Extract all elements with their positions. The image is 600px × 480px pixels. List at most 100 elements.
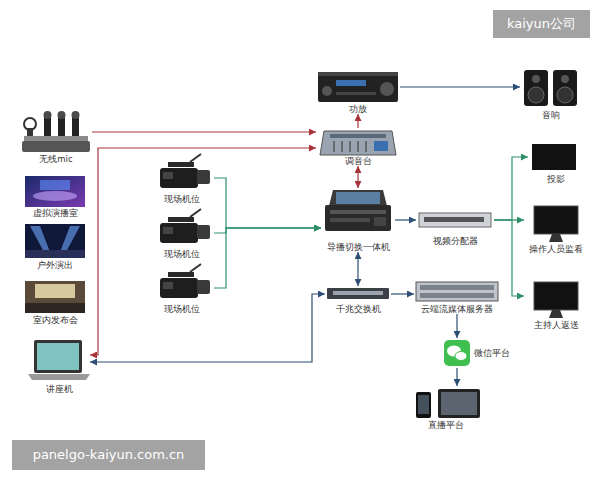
device-node: 调音台 <box>316 128 400 166</box>
device-label-group: 云端流媒体服务器 <box>404 304 510 314</box>
device-node: 云端流媒体服务器 <box>414 280 500 314</box>
mic-head <box>44 111 52 119</box>
device-node: 室内发布会 <box>22 279 88 325</box>
connector <box>90 294 325 362</box>
device-label: 功放 <box>306 104 410 114</box>
device-label-group: 调音台 <box>306 156 410 166</box>
device-node: 现场机位 <box>150 213 214 259</box>
speaker-woofer <box>528 87 544 103</box>
device-label-group: 室内发布会 <box>12 315 98 325</box>
amp-body <box>318 72 398 102</box>
device-label-group: 操作人员监看 <box>514 244 598 254</box>
amp-knob <box>380 82 394 96</box>
distributor-ports <box>424 217 484 222</box>
device-label-group: 现场机位 <box>140 304 224 314</box>
amp-knob <box>322 86 332 96</box>
phone-screen <box>418 395 429 414</box>
monitor-symbol <box>534 282 578 318</box>
device-label: 微信平台 <box>474 348 510 358</box>
device-node: 讲座机 <box>28 338 90 394</box>
connector <box>90 148 316 355</box>
device-label-group: 现场机位 <box>140 249 224 259</box>
device-node: 视频分配器 <box>416 210 494 246</box>
switcher-body <box>325 205 391 231</box>
crowd <box>25 250 85 258</box>
watermark: panelgo-kaiyun.com.cn <box>12 440 205 470</box>
laptop-screen <box>37 343 79 370</box>
connector <box>395 219 416 220</box>
monitor-screen <box>534 206 578 234</box>
device-label-group: 微信平台 <box>474 348 510 358</box>
mic-head <box>72 111 80 119</box>
speaker-symbol <box>524 70 577 106</box>
photo-screen <box>35 284 75 298</box>
mixer-fader <box>358 141 359 152</box>
switcher-lid <box>329 190 387 206</box>
device-label: 现场机位 <box>140 249 224 259</box>
device-label: 投影 <box>518 174 594 184</box>
device-label-group: 无线mic <box>10 154 102 164</box>
amp-buttons <box>336 92 376 95</box>
connector <box>214 228 321 288</box>
device-label-group: 直播平台 <box>398 420 494 430</box>
connector <box>494 157 528 220</box>
mixer-fader <box>334 141 335 152</box>
connector <box>494 220 524 296</box>
connector <box>214 178 321 228</box>
distributor-symbol <box>419 213 491 227</box>
monitor-symbol <box>534 206 578 242</box>
device-node: 主持人返送 <box>524 278 588 330</box>
device-label-group: 讲座机 <box>18 384 100 394</box>
photo-frame <box>25 224 85 258</box>
watermark: kaiyun公司 <box>493 10 590 38</box>
distributor-body <box>419 213 491 227</box>
device-label: 千兆交换机 <box>315 304 401 314</box>
speaker-woofer <box>557 87 573 103</box>
device-label: 讲座机 <box>18 384 100 394</box>
device-label-group: 音响 <box>510 110 592 120</box>
speaker-cabinet <box>524 70 548 106</box>
monitor-stand <box>549 310 563 318</box>
laptop-lid <box>34 340 82 373</box>
projection-screen <box>532 144 576 170</box>
switch-body <box>327 288 389 299</box>
wechat-bubble <box>455 352 467 361</box>
phone-body <box>416 392 431 418</box>
device-node: 无线mic <box>20 112 92 164</box>
device-label: 云端流媒体服务器 <box>404 304 510 314</box>
switch-ports <box>333 291 383 295</box>
laptop-base <box>28 374 90 380</box>
device-label: 现场机位 <box>140 194 224 204</box>
indoor-photo <box>25 281 85 313</box>
connector <box>214 228 321 233</box>
device-node: 户外演出 <box>22 222 88 270</box>
device-node: 投影 <box>528 140 584 184</box>
device-node: 现场机位 <box>150 268 214 314</box>
device-label: 主持人返送 <box>514 320 598 330</box>
server-drives <box>420 293 494 298</box>
device-label: 导播切换一体机 <box>311 242 405 252</box>
mixer-body <box>320 131 396 155</box>
device-label: 视频分配器 <box>406 236 504 246</box>
mixer-display <box>374 141 388 151</box>
device-label: 操作人员监看 <box>514 244 598 254</box>
device-node: 千兆交换机 <box>325 286 391 314</box>
camera-symbol <box>160 154 210 188</box>
connector <box>400 86 520 87</box>
connector <box>456 368 457 386</box>
device-label-group: 现场机位 <box>140 194 224 204</box>
device-label: 现场机位 <box>140 304 224 314</box>
mic-symbol <box>22 111 90 152</box>
devices-symbol <box>416 389 480 418</box>
photo-frame <box>25 281 85 313</box>
connector <box>357 166 358 188</box>
device-label: 无线mic <box>10 154 102 164</box>
amplifier-symbol <box>318 72 398 102</box>
device-node: 导播切换一体机 <box>321 188 395 252</box>
wechat-tile <box>444 340 470 366</box>
stage-light <box>30 226 50 252</box>
device-label: 虚拟演播室 <box>12 208 98 218</box>
device-label: 调音台 <box>306 156 410 166</box>
